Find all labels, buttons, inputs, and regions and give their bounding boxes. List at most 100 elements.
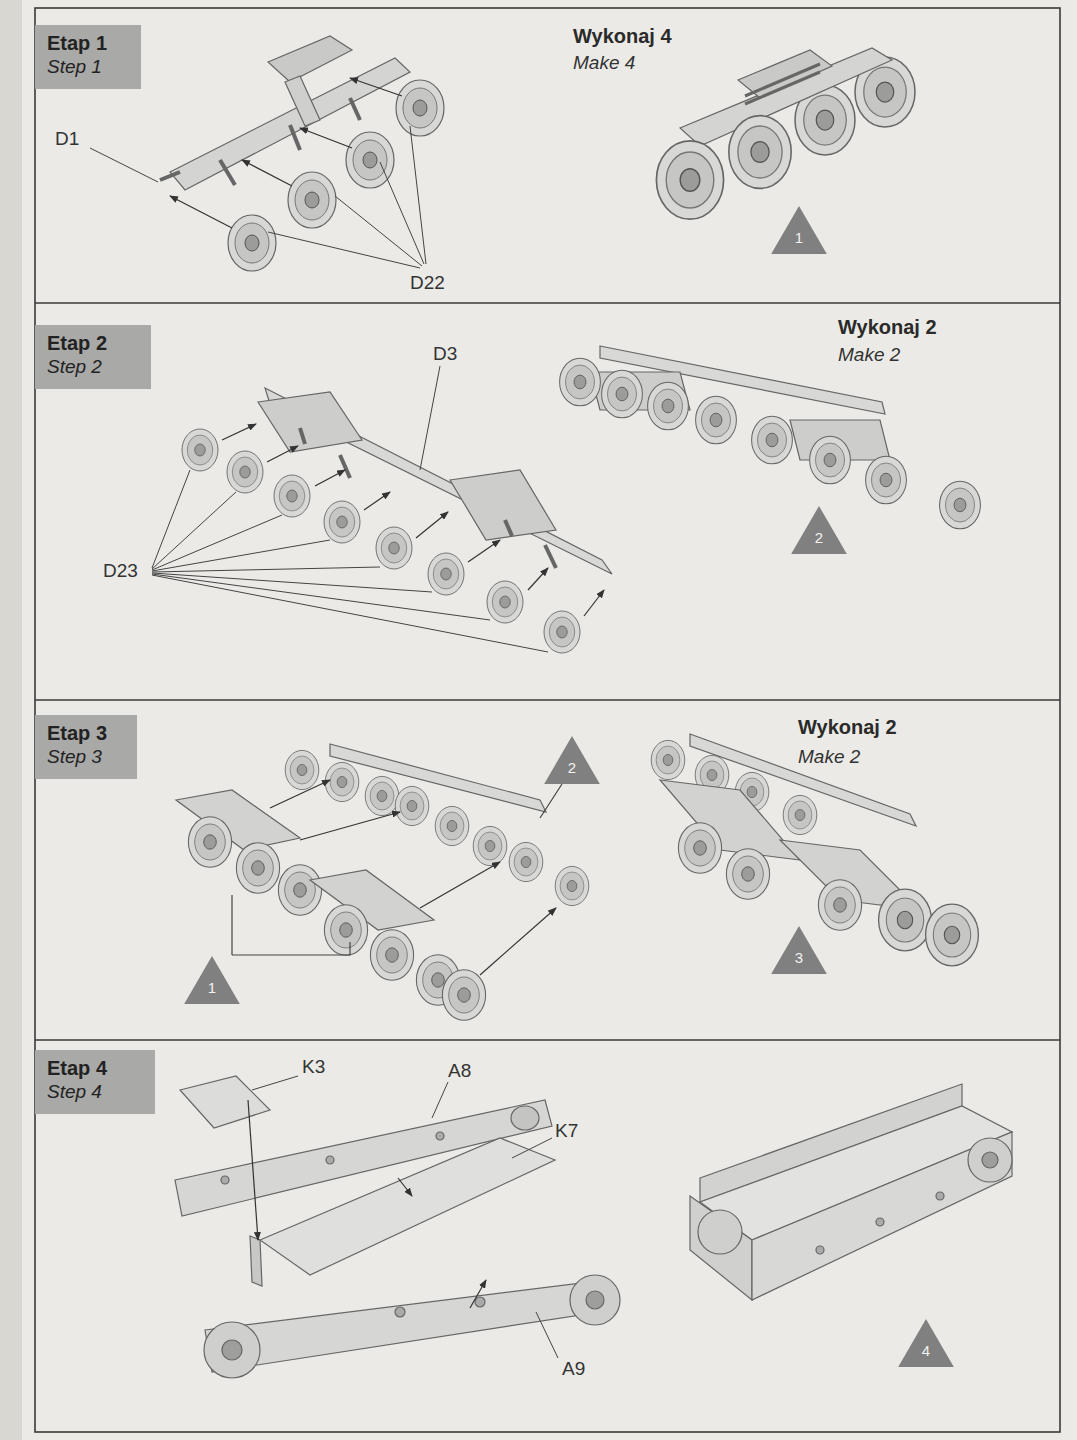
bogie-exploded-part [350,98,360,120]
bracket-line-part [540,784,562,818]
part-number: D23 [103,560,138,582]
callout-triangle: 2 [543,735,601,785]
assembly-arrow-part [315,470,345,486]
step-title: Etap 3 [47,721,125,745]
hull-exploded-part [205,1282,600,1372]
quantity-note: Wykonaj 4 [573,25,672,47]
track-frame-exploded [182,388,612,653]
leader-line-part [152,540,330,571]
step-title: Etap 4 [47,1056,143,1080]
track-frame-assembled-part [810,436,851,484]
bogie-exploded-part [268,36,352,82]
leader-line-part [410,126,426,264]
bogie-exploded-part [220,160,235,185]
suspension-assembled [651,734,978,966]
leader-line-part [152,470,190,568]
bogie-exploded-part [288,172,336,228]
track-frame-assembled [560,346,981,529]
step-title: Etap 2 [47,331,139,355]
quantity-note: Make 2 [798,746,860,768]
track-frame-exploded-part [545,545,556,568]
hull-exploded-part [221,1176,229,1184]
step-subtitle: Step 3 [47,745,125,769]
assembly-arrow-part [242,160,292,186]
track-frame-exploded-part [258,392,362,452]
hull-assembled-part [968,1138,1012,1182]
panel-frame-part [35,8,1060,1432]
track-frame-exploded-part [340,455,350,478]
hull-exploded [175,1076,620,1378]
track-frame-exploded-part [274,475,310,517]
hull-exploded-part [586,1291,604,1309]
panel-frame-part [35,1039,1060,1041]
callout-triangle: 4 [897,1318,955,1368]
suspension-assembled-part [818,880,861,930]
hull-exploded-part [436,1132,444,1140]
hull-exploded-part [260,1138,555,1275]
leader-line-part [152,515,282,570]
suspension-exploded-part [188,817,231,867]
track-frame-exploded-part [182,429,218,471]
suspension-assembled-part [879,889,932,951]
part-number: D3 [433,343,457,365]
assembly-arrow-part [222,424,256,440]
step-subtitle: Step 4 [47,1080,143,1104]
track-frame-exploded-part [376,527,412,569]
leader-line-part [268,232,420,268]
callout-number: 4 [897,1318,955,1360]
bracket-line-part [232,942,350,955]
track-frame-exploded-part [227,451,263,493]
assembly-arrow-part [300,812,400,840]
assembly-arrow [222,424,604,616]
track-frame-assembled-part [648,382,689,430]
suspension-exploded-part [236,843,279,893]
leader-line-part [152,575,548,652]
panel-frame-part [35,699,1060,701]
step-title: Etap 1 [47,31,129,55]
hull-exploded-part [326,1156,334,1164]
assembly-arrow-part [420,862,500,908]
suspension-exploded-part [285,750,319,789]
leader-line-part [152,567,380,572]
callout-number: 2 [543,735,601,777]
hull-exploded-part [222,1340,242,1360]
hull-exploded-part [511,1106,539,1130]
leader-line-part [380,162,424,264]
part-number: K3 [302,1056,325,1078]
hull-assembled-part [816,1246,824,1254]
hull-exploded-part [180,1076,270,1128]
callout-number: 1 [183,955,241,997]
track-frame-assembled-part [866,456,907,504]
assembly-arrow-part [267,446,298,462]
hull-exploded-part [250,1236,262,1286]
suspension-assembled-part [651,740,685,779]
bogie-assembled-part [729,116,791,189]
assembly-arrow-part [170,196,232,228]
assembly-arrow [170,78,402,228]
step-label-box: Etap 4Step 4 [35,1050,155,1114]
quantity-note: Wykonaj 2 [838,316,937,338]
part-number: K7 [555,1120,578,1142]
suspension-exploded-part [330,744,546,812]
track-frame-exploded-part [300,428,305,444]
leader-line-part [335,196,422,266]
assembly-arrow-part [470,1280,486,1308]
bogie-exploded [160,36,444,271]
leader-line-part [90,148,158,182]
bracket-line [232,784,562,955]
hull-exploded-part [570,1275,620,1325]
bracket-line-part [231,895,232,955]
track-frame-assembled-part [752,416,793,464]
track-frame-exploded-part [428,553,464,595]
hull-assembled-part [936,1192,944,1200]
suspension-exploded-part [435,806,469,845]
quantity-note: Wykonaj 2 [798,716,897,738]
assembly-arrow-part [398,1178,412,1196]
bogie-exploded-part [228,215,276,271]
suspension-exploded-part [325,762,359,801]
bogie-exploded-part [160,172,180,180]
hull-exploded-part [395,1307,405,1317]
assembly-arrow-part [468,540,500,562]
track-frame-assembled-part [696,396,737,444]
